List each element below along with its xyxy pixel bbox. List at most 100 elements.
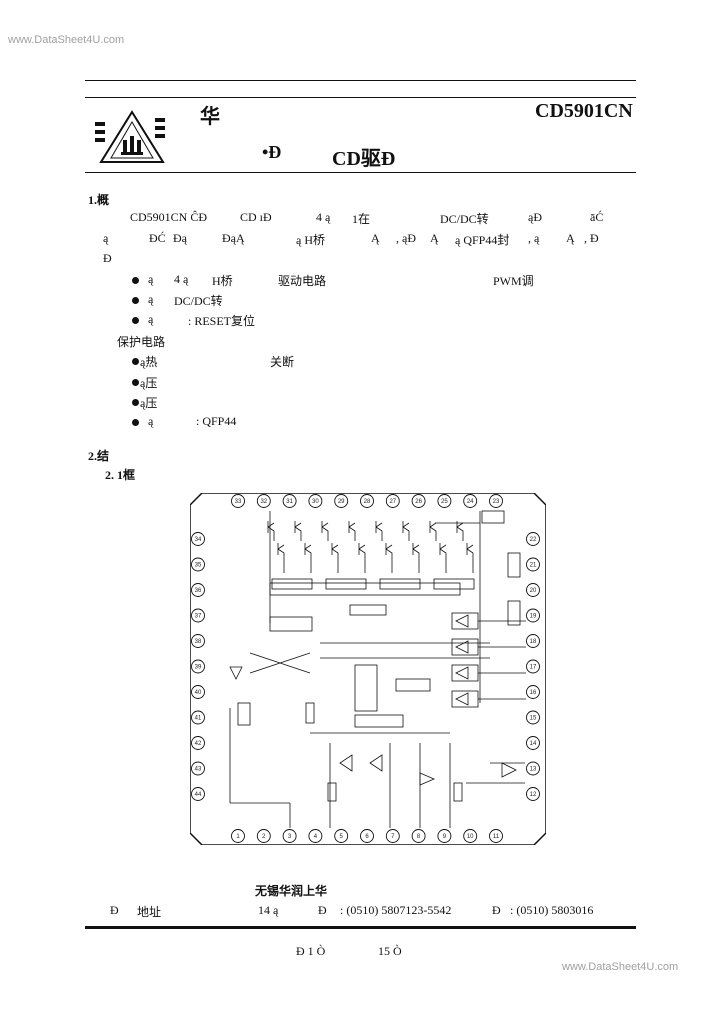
pin-left-44: 44 [191,787,205,801]
transistor-pair [456,521,474,573]
svg-text:1: 1 [236,834,240,840]
para2-seg: ĐąĄ [222,231,245,245]
svg-text:22: 22 [530,537,537,543]
feature-text: 保护电路 [117,335,166,349]
svg-text:18: 18 [530,639,537,645]
svg-text:30: 30 [312,499,319,505]
transistor-pair [267,521,285,573]
pin-bottom-6: 6 [360,829,374,843]
header-rule-2 [85,97,636,98]
footer-address-number: 14 ą [258,903,279,917]
feature-text: 关断 [270,355,295,369]
para2-seg: Ą [430,231,439,245]
feature-text: ą [148,414,154,428]
pin-bottom-3: 3 [282,829,297,843]
svg-text:28: 28 [364,499,371,505]
transistor-pair [348,521,366,573]
pin-top-33: 33 [231,494,245,508]
svg-text:9: 9 [443,834,447,840]
svg-text:37: 37 [195,614,202,620]
page-number: Đ 1 Ò [296,944,326,958]
bullet-icon [132,358,139,365]
svg-text:33: 33 [235,499,242,505]
para1-seg: 4 ą [316,210,331,224]
pin-right-18: 18 [526,634,540,648]
svg-text:36: 36 [195,588,202,594]
svg-text:2: 2 [262,834,266,840]
svg-text:21: 21 [530,563,537,569]
pin-left-35: 35 [191,557,205,572]
svg-text:31: 31 [286,499,293,505]
pin-bottom-7: 7 [385,829,400,843]
svg-text:26: 26 [415,499,422,505]
part-number: CD5901CN [535,100,633,122]
comparator [451,690,526,708]
pin-bottom-4: 4 [308,829,323,843]
para1-seg: CD5901CN ĈĐ [130,210,208,224]
pin-left-37: 37 [191,608,205,623]
header-rule-bottom [85,172,636,173]
pin-bottom-11: 11 [489,829,503,843]
pin-right-14: 14 [526,736,540,750]
pin-left-41: 41 [191,710,205,725]
svg-text:3: 3 [288,834,292,840]
svg-text:41: 41 [195,716,202,722]
footer-fax-label: Đ [492,903,501,917]
driver-block [433,578,475,590]
svg-text:43: 43 [195,767,202,773]
pin-left-38: 38 [191,634,205,648]
bullet-icon [132,317,139,324]
svg-text:5: 5 [340,834,344,840]
svg-text:16: 16 [530,690,537,696]
pin-top-28: 28 [360,494,374,508]
svg-text:8: 8 [417,834,421,840]
pin-top-23: 23 [489,494,503,508]
para2-seg: ą QFP44封 [455,233,510,247]
para2-seg: Ą [371,231,380,245]
pin-left-42: 42 [191,736,205,750]
svg-text:27: 27 [389,499,396,505]
driver-block [325,578,367,590]
svg-text:40: 40 [195,690,202,696]
section1-heading: 1.概 [88,193,110,207]
svg-text:39: 39 [195,665,202,671]
svg-text:12: 12 [530,792,537,798]
pin-left-40: 40 [191,685,205,699]
para1-seg: CD ıĐ [240,210,272,224]
pin-top-31: 31 [282,494,297,508]
svg-text:15: 15 [530,716,537,722]
svg-text:4: 4 [314,834,318,840]
svg-text:24: 24 [467,499,474,505]
pin-top-32: 32 [256,494,271,508]
transistor-pair [321,521,339,573]
pin-left-36: 36 [191,583,205,597]
footer-phone-label: Đ [318,903,327,917]
footer-phone: : (0510) 5807123-5542 [340,903,452,917]
watermark-top: www.DataSheet4U.com [8,34,125,46]
pin-right-19: 19 [526,608,540,623]
para2-seg: , Đ [584,231,599,245]
svg-text:35: 35 [195,563,202,569]
feature-text: ą [148,292,154,306]
pin-top-30: 30 [308,494,323,508]
svg-text:42: 42 [195,741,202,747]
watermark-bottom: www.DataSheet4U.com [562,961,679,973]
para2-seg: ą H桥 [296,233,325,247]
section2-heading: 2.结 [88,449,110,463]
comparator [451,612,526,630]
pin-right-12: 12 [526,787,540,801]
subtitle-main: CD驱Đ [332,148,396,170]
feature-text: ą热 [140,355,158,369]
feature-text: ą压 [140,396,158,410]
para2-seg: ĐĆ [149,231,166,245]
pin-right-22: 22 [526,532,540,546]
svg-text:32: 32 [260,499,267,505]
pin-bottom-9: 9 [437,829,452,843]
pin-bottom-10: 10 [463,829,478,843]
svg-text:10: 10 [467,834,474,840]
comparator [451,638,526,656]
bullet-icon [132,277,139,284]
pin-right-15: 15 [526,710,540,725]
svg-text:44: 44 [195,792,202,798]
pin-top-29: 29 [334,494,349,508]
